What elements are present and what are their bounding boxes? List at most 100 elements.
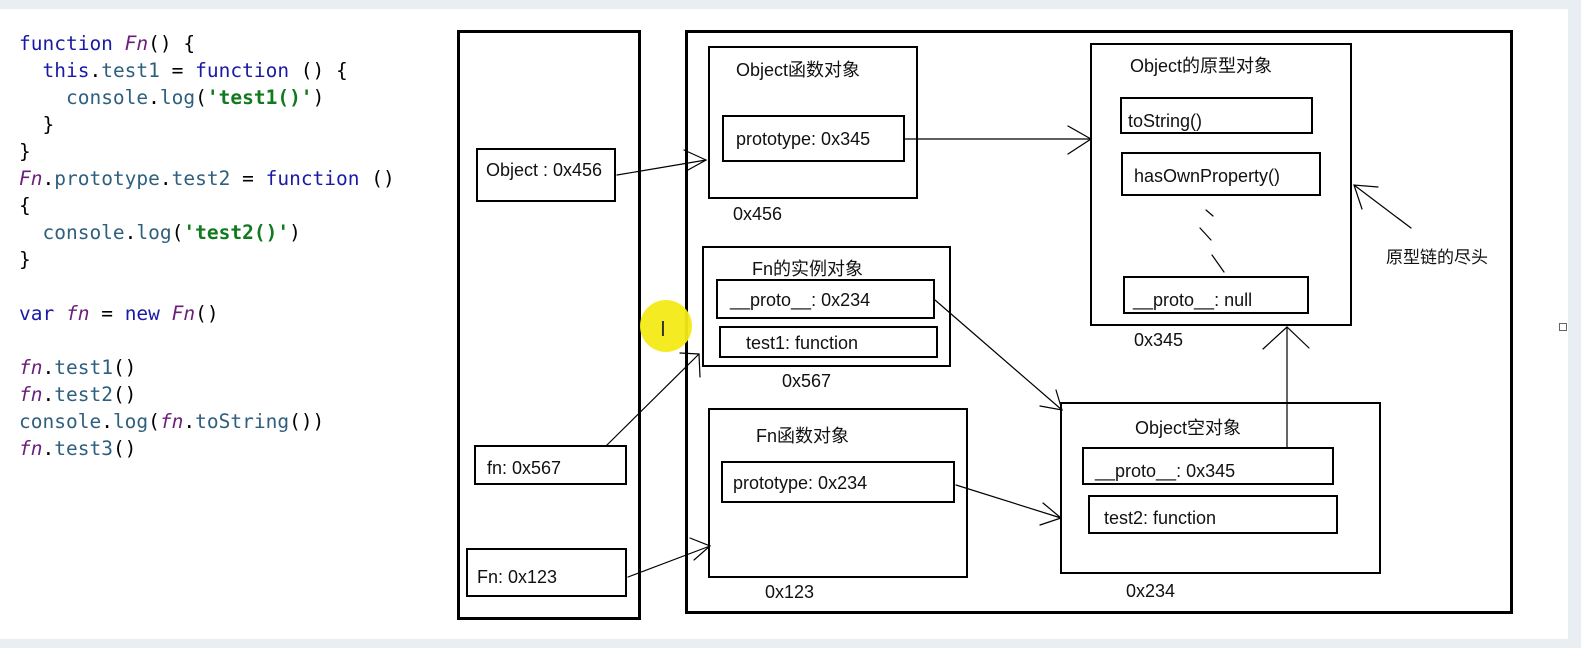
empty-object-test2-field — [1088, 495, 1338, 534]
code-token: test1 — [54, 356, 113, 379]
fn-function-addr: 0x123 — [765, 582, 815, 602]
stack-var-fn — [474, 445, 627, 485]
fn-instance-test1-field — [719, 326, 938, 358]
empty-object-title: Object空对象 — [1135, 418, 1242, 438]
code-token: Fn — [171, 302, 196, 325]
stack-var-Fn-label: Fn: 0x123 — [477, 567, 558, 587]
code-token: . — [42, 167, 55, 190]
arrow-chain-end-note — [1353, 184, 1412, 229]
code-token: . — [42, 383, 55, 406]
tostring-field — [1120, 97, 1313, 134]
text-cursor-icon: I — [660, 317, 666, 341]
code-token: toString — [195, 410, 290, 433]
object-function-addr: 0x456 — [733, 204, 783, 224]
code-token: . — [183, 410, 196, 433]
arrow-Fn-to-function — [627, 545, 711, 578]
code-token: () { — [148, 32, 196, 55]
fn-prototype-field — [721, 461, 955, 503]
cursor-highlight — [640, 300, 692, 352]
stack-var-Fn — [466, 548, 627, 597]
code-token: Fn — [124, 32, 149, 55]
code-line: { — [19, 192, 395, 219]
code-token: { — [19, 194, 31, 217]
empty-object-test2-label: test2: function — [1104, 508, 1217, 528]
code-token: 'test2()' — [183, 221, 290, 244]
code-line: fn.test3() — [19, 435, 395, 462]
object-prototype-title: Object的原型对象 — [1130, 56, 1273, 76]
code-token: ( — [148, 410, 160, 433]
code-line: console.log('test1()') — [19, 84, 395, 111]
code-token: . — [42, 437, 55, 460]
code-token: ) — [312, 86, 325, 109]
object-prototype-box — [1090, 43, 1352, 326]
fn-instance-title: Fn的实例对象 — [752, 259, 864, 279]
code-token: } — [19, 140, 31, 163]
code-token: function — [195, 59, 290, 82]
code-token: test2 — [171, 167, 231, 190]
code-token: console — [42, 221, 125, 244]
code-line: Fn.prototype.test2 = function () — [19, 165, 395, 192]
proto-null-label: __proto__: null — [1133, 290, 1253, 310]
code-line: } — [19, 111, 395, 138]
object-function-title: Object函数对象 — [736, 60, 861, 80]
code-line: } — [19, 246, 395, 273]
empty-object-proto-field — [1082, 447, 1334, 485]
code-line: } — [19, 138, 395, 165]
code-token: this — [42, 59, 90, 82]
code-token: = — [159, 59, 196, 82]
object-prototype-label: prototype: 0x345 — [736, 129, 871, 149]
stack-var-fn-label: fn: 0x567 — [487, 458, 562, 478]
code-token: () — [112, 383, 137, 406]
code-line: var fn = new Fn() — [19, 300, 395, 327]
tostring-label: toString() — [1128, 111, 1203, 131]
fn-instance-test1-label: test1: function — [746, 333, 859, 353]
hasownproperty-label: hasOwnProperty() — [1134, 166, 1281, 186]
code-token: ( — [195, 86, 207, 109]
code-token: test3 — [54, 437, 113, 460]
code-token: log — [136, 221, 172, 244]
arrow-fn-prototype-to-empty — [955, 484, 1062, 519]
code-token: var — [19, 302, 66, 325]
code-token: . — [89, 59, 102, 82]
empty-object-addr: 0x234 — [1126, 581, 1176, 601]
fn-instance-box — [702, 246, 951, 367]
code-token: = — [230, 167, 266, 190]
arrow-object-to-function — [616, 159, 707, 176]
code-token: log — [112, 410, 149, 433]
code-token: () { — [289, 59, 348, 82]
code-token: } — [19, 113, 55, 136]
code-token: Fn — [19, 167, 43, 190]
code-token: } — [19, 248, 31, 271]
proto-null-field — [1123, 276, 1309, 314]
code-token: . — [42, 356, 55, 379]
fn-instance-proto-field — [716, 279, 935, 319]
fn-instance-addr: 0x567 — [782, 371, 832, 391]
code-line: console.log('test2()') — [19, 219, 395, 246]
code-token: new — [124, 302, 172, 325]
code-token: () — [112, 356, 137, 379]
code-token: . — [124, 221, 137, 244]
stack-var-object — [476, 148, 616, 202]
code-token: ()) — [289, 410, 325, 433]
code-token: console — [65, 86, 149, 109]
code-token: ( — [171, 221, 184, 244]
object-prototype-field — [722, 115, 905, 162]
fn-instance-proto-label: __proto__: 0x234 — [730, 290, 871, 310]
code-token: fn — [159, 410, 184, 433]
code-token: . — [148, 86, 160, 109]
arrow-fn-to-instance — [605, 353, 700, 447]
code-token: prototype — [54, 167, 160, 190]
code-line: fn.test1() — [19, 354, 395, 381]
code-token: = — [89, 302, 125, 325]
edge-handle — [1559, 323, 1567, 331]
empty-object-proto-label: __proto__: 0x345 — [1095, 461, 1236, 481]
code-token: fn — [19, 356, 43, 379]
code-token: fn — [65, 302, 90, 325]
code-token: fn — [19, 383, 43, 406]
fn-prototype-label: prototype: 0x234 — [733, 473, 868, 493]
code-token: () — [195, 302, 219, 325]
code-line: function Fn() { — [19, 30, 395, 57]
fn-function-box — [708, 408, 968, 578]
code-token: ) — [289, 221, 301, 244]
